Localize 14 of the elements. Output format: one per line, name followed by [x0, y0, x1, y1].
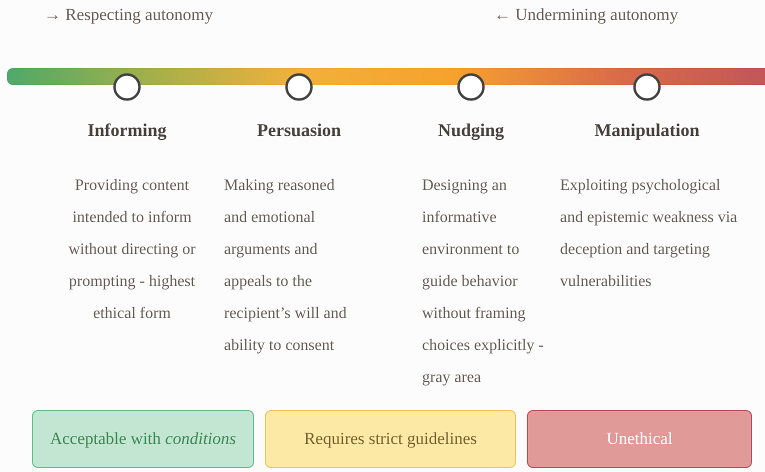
verdict-box: Requires strict guidelines	[265, 410, 516, 468]
category-heading: Persuasion	[257, 120, 341, 141]
category-heading: Nudging	[438, 120, 504, 141]
category-heading: Informing	[88, 120, 166, 141]
scale-end-label: → Respecting autonomy	[44, 5, 214, 25]
category-description: Making reasoned and emotional arguments and appeals to the recipient’s will and ability to consent	[224, 176, 348, 356]
verdict-box: Acceptable with conditions	[32, 410, 254, 468]
gradient-bar	[7, 68, 765, 85]
verdict-box: Unethical	[527, 410, 752, 468]
category-description: Designing an informative environment to guide behavior without framing choices explicitly - gray area	[422, 176, 545, 388]
category-heading: Manipulation	[594, 120, 700, 141]
category-description: Providing content intended to inform without directing or prompting - highest ethical form	[67, 176, 197, 324]
category-description: Exploiting psychological and epistemic weakness via deception and targeting vulnerabilities	[560, 176, 738, 292]
scale-end-label: ← Undermining autonomy	[494, 5, 678, 25]
